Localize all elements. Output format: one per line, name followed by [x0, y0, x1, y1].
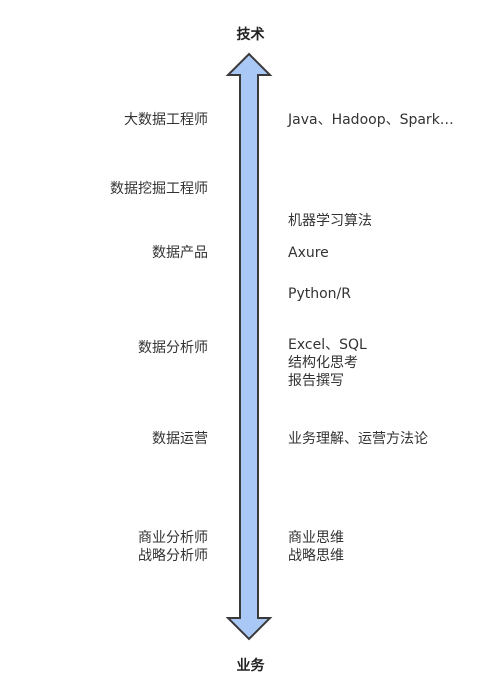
skill-business-understanding: 业务理解、运营方法论	[288, 431, 428, 447]
skill-business-thinking: 商业思维	[288, 530, 344, 546]
skill-group-thinking: 商业思维 战略思维	[288, 529, 344, 565]
skill-structured-thinking: 结构化思考	[288, 355, 358, 371]
double-arrow	[225, 52, 273, 641]
role-data-operations: 数据运营	[152, 431, 208, 447]
skill-big-data-stack: Java、Hadoop、Spark…	[288, 112, 454, 128]
role-data-analyst: 数据分析师	[138, 340, 208, 356]
role-data-product: 数据产品	[152, 245, 208, 261]
skill-report-writing: 报告撰写	[288, 373, 344, 389]
role-strategy-analyst: 战略分析师	[138, 548, 208, 564]
axis-bottom-label: 业务	[236, 658, 265, 674]
role-data-mining-engineer: 数据挖掘工程师	[110, 181, 208, 197]
skill-excel-sql: Excel、SQL	[288, 337, 367, 353]
role-big-data-engineer: 大数据工程师	[124, 112, 208, 128]
axis-top-label: 技术	[236, 27, 265, 43]
skill-axure: Axure	[288, 245, 329, 261]
role-business-analyst: 商业分析师	[138, 530, 208, 546]
role-group-analysts: 商业分析师 战略分析师	[138, 529, 208, 565]
skill-machine-learning: 机器学习算法	[288, 213, 372, 229]
skill-python-r: Python/R	[288, 286, 351, 302]
double-arrow-shape	[225, 52, 273, 641]
skill-group-analyst: Excel、SQL 结构化思考 报告撰写	[288, 336, 367, 390]
skill-strategic-thinking: 战略思维	[288, 548, 344, 564]
